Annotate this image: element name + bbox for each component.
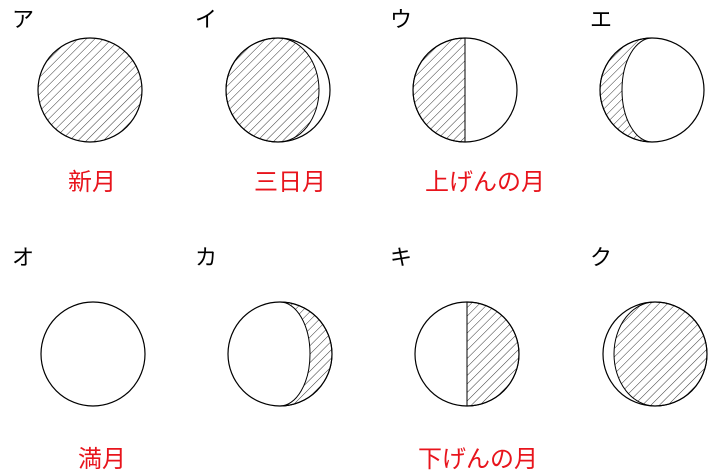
- moon-e: [599, 37, 705, 143]
- moon-o: [40, 301, 146, 407]
- moon-i: [225, 37, 331, 143]
- caption-full-moon: 満月: [78, 447, 126, 471]
- label-o: オ: [12, 248, 34, 270]
- moon-ku: [602, 301, 708, 407]
- label-ki: キ: [390, 248, 412, 270]
- moon-a: [37, 37, 143, 143]
- moon-ki: [414, 301, 520, 407]
- label-ku: ク: [590, 248, 612, 270]
- moon-ka: [227, 301, 333, 407]
- label-a: ア: [12, 10, 34, 32]
- label-i: イ: [195, 10, 217, 32]
- caption-first-quarter: 上げんの月: [425, 170, 545, 194]
- caption-new-moon: 新月: [68, 170, 116, 194]
- label-e: エ: [590, 10, 612, 32]
- caption-last-quarter: 下げんの月: [418, 447, 538, 471]
- moon-u: [412, 37, 518, 143]
- label-ka: カ: [195, 248, 217, 270]
- label-u: ウ: [390, 10, 412, 32]
- caption-crescent: 三日月: [254, 170, 326, 194]
